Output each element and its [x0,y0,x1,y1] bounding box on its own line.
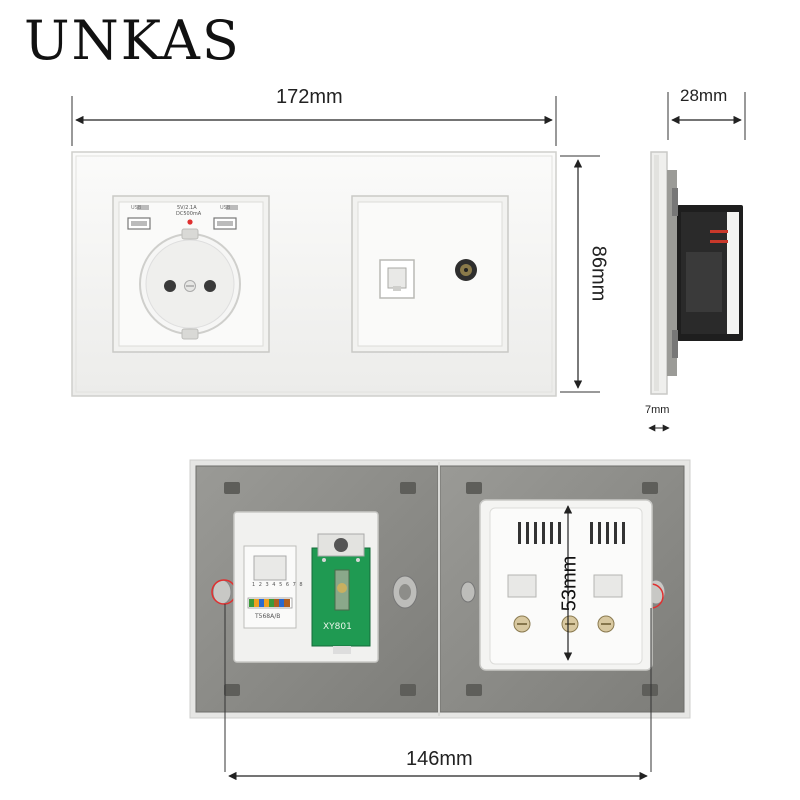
height-label: 86mm [587,245,610,302]
width-dimension [71,96,557,146]
mounting-distance-label: 146mm [406,748,473,770]
height-dimension [560,155,600,393]
tv-module-code-label: XY801 [323,622,352,632]
depth-dimension [667,92,746,140]
usb-output-label: DC500mA [176,211,202,217]
usb-symbol-left-icon [137,205,149,210]
socket-hole-right-icon [204,280,216,292]
thickness-label: 7mm [645,404,670,416]
usb-left-label: USB [131,205,142,211]
usb-rating-label: 5V/2.1A [177,205,197,211]
earth-clip-bottom-icon [181,328,199,340]
width-label: 172mm [276,86,343,108]
socket-hole-left-icon [164,280,176,292]
usb-symbol-right-icon [226,205,238,210]
brand-logo: UNKAS [24,9,241,72]
rj45-pins-label: 1 2 3 4 5 6 7 8 [252,582,304,588]
earth-clip-top-icon [181,228,199,240]
schuko-usb-module [112,195,270,353]
depth-label: 28mm [680,86,728,105]
back-view [189,459,691,719]
rj45-standard-label: T568A/B [255,613,281,620]
rj45-terminal-block [247,597,293,609]
front-plate [71,151,557,397]
data-tv-module [351,195,509,353]
indicator-led-icon [187,219,193,225]
usb-right-label: USB [220,205,231,211]
module-size-label: 53mm [558,555,581,612]
mounting-distance-dimension [224,604,652,781]
side-view [650,151,743,395]
vent-slots [518,522,625,544]
